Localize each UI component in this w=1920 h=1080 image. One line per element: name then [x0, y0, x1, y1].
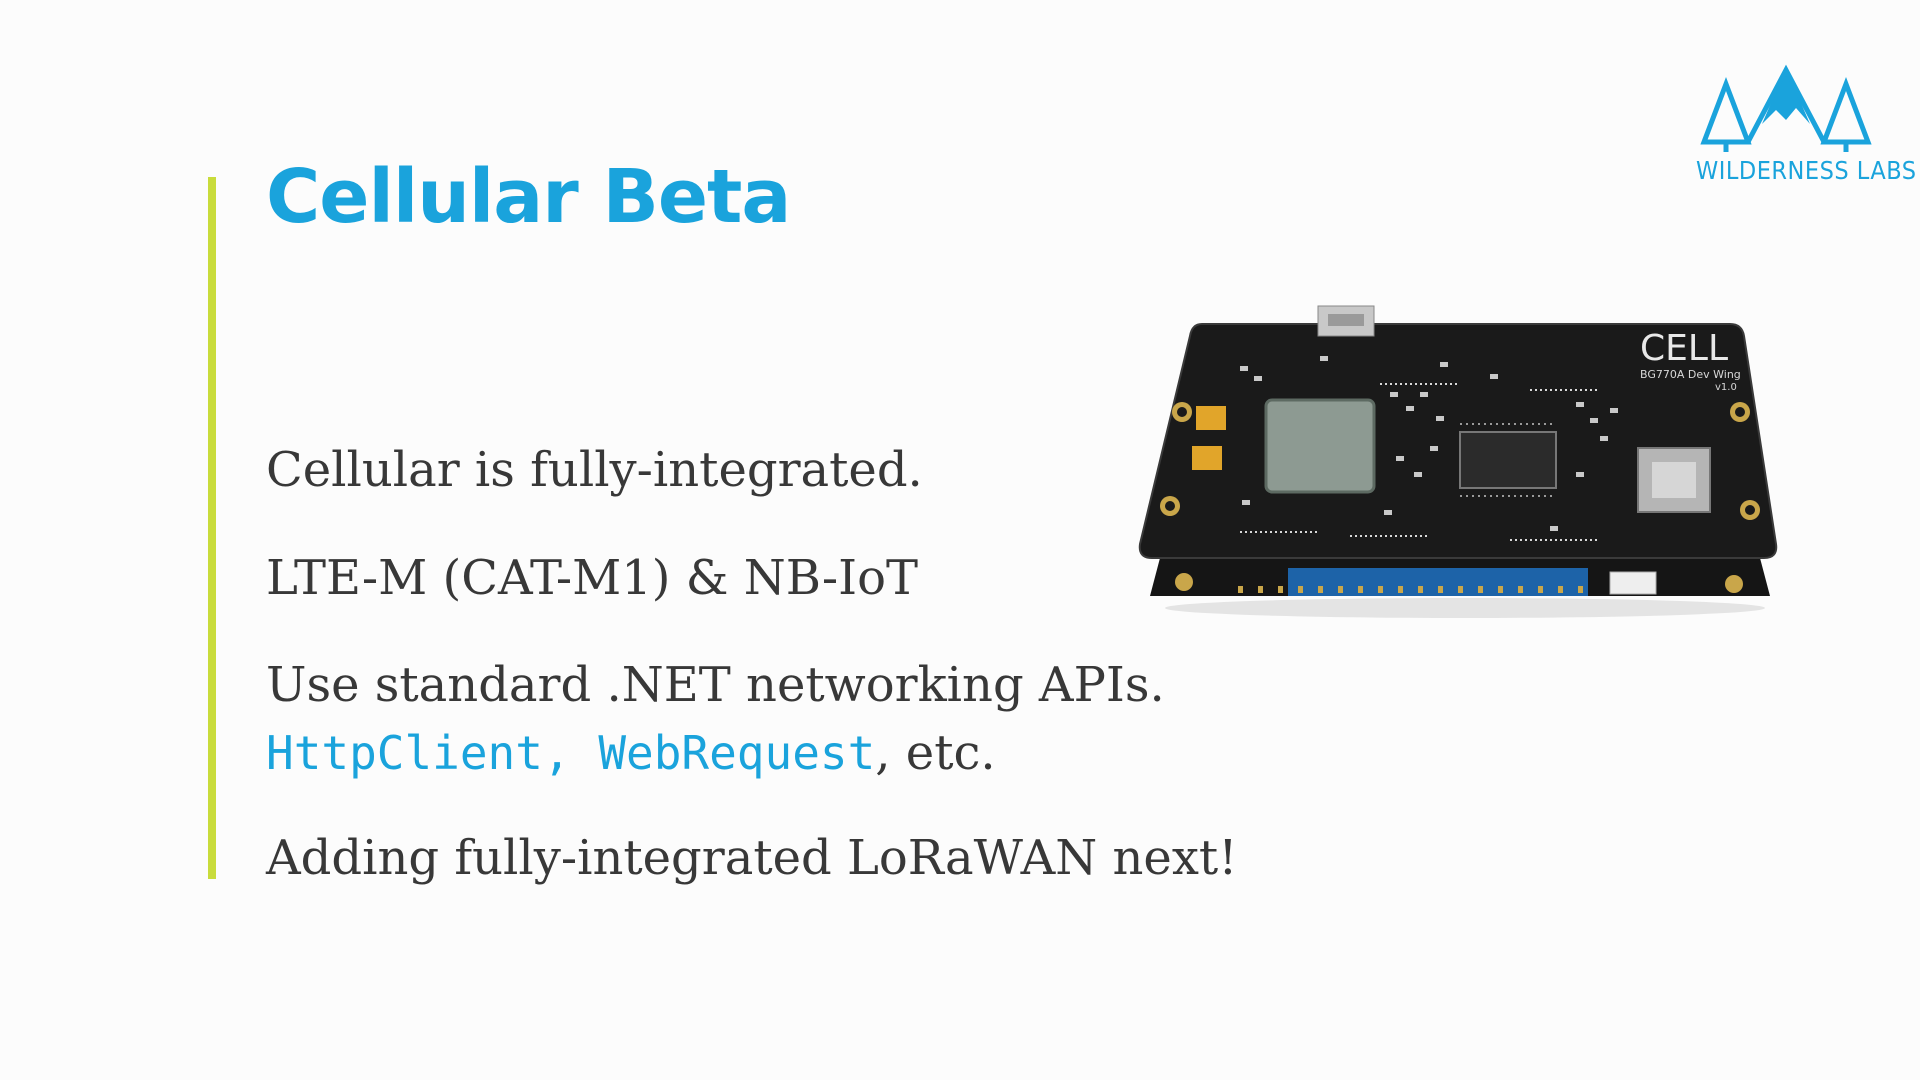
mountain-trees-icon: [1700, 64, 1872, 152]
bullet-3: Use standard .NET networking APIs.: [266, 657, 1165, 713]
bullet-2: LTE-M (CAT-M1) & NB-IoT: [266, 550, 918, 606]
bullet-4: Adding fully-integrated LoRaWAN next!: [266, 830, 1238, 886]
code-line-rest: , etc.: [875, 725, 996, 781]
logo-text: WILDERNESS LABS: [1696, 156, 1917, 185]
board-silkscreen-ver: v1.0: [1715, 382, 1737, 393]
code-line: HttpClient, WebRequest, etc.: [266, 729, 996, 778]
slide-title: Cellular Beta: [266, 154, 791, 240]
accent-bar: [208, 177, 216, 879]
bullet-1: Cellular is fully-integrated.: [266, 442, 923, 498]
board-silkscreen-sub: BG770A Dev Wing: [1640, 368, 1741, 381]
wilderness-labs-logo: WILDERNESS LABS: [1696, 62, 1917, 192]
board-silkscreen-title: CELL: [1640, 328, 1728, 369]
code-snippet: HttpClient, WebRequest: [266, 726, 876, 780]
cell-dev-board-image: CELL BG770A Dev Wing v1.0: [1130, 296, 1800, 626]
